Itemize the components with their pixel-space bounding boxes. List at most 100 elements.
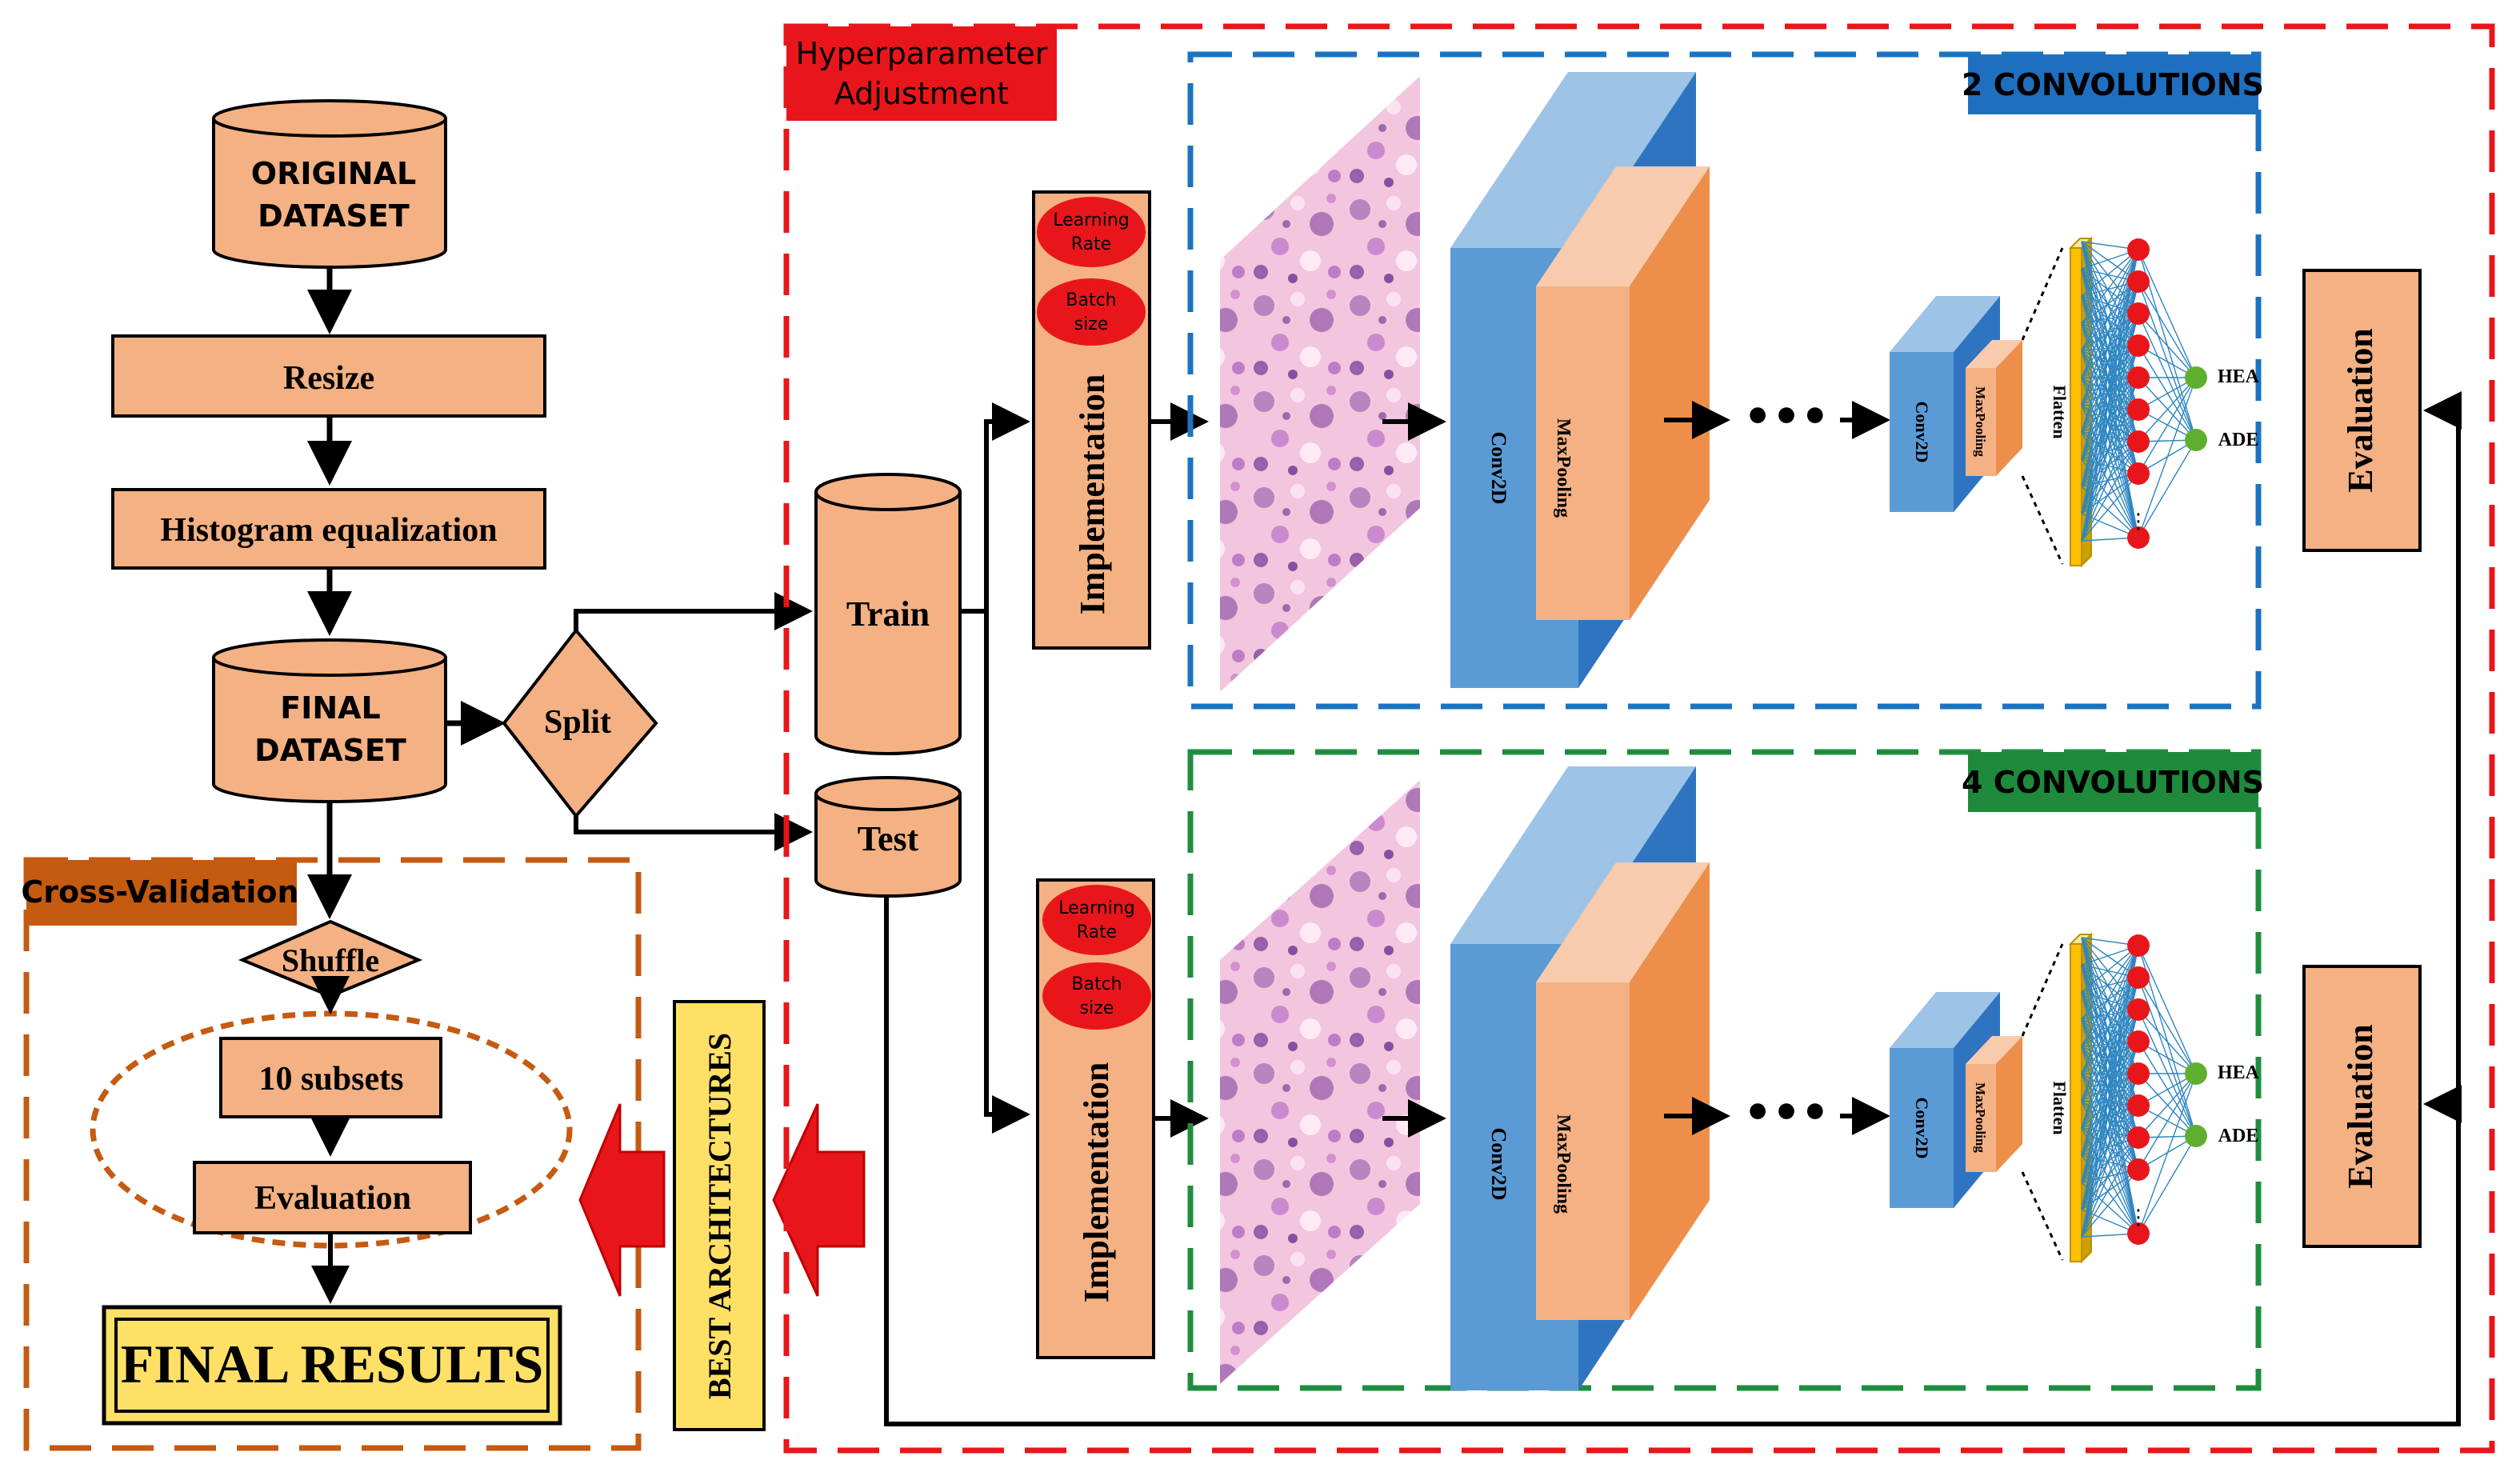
dense-neuron [2127,934,2150,957]
top-implementation-panel: Learning Rate Batch size Implementation [1032,190,1151,650]
test-cylinder: Test [814,776,962,898]
hyperparameter-frame [783,23,2495,1454]
top-output-neurons [2185,366,2207,451]
dense-neuron [2127,270,2150,293]
dense-connection [2081,313,2139,433]
top-branch-title: 2 CONVOLUTIONS [1962,67,2264,102]
dense-connection [2081,945,2139,1020]
bottom-branch-title-tag: 4 CONVOLUTIONS [1962,752,2264,812]
output-neuron-hea [2185,366,2207,389]
dense-neuron [2127,302,2150,325]
test-feedback-line [884,391,2462,1426]
dense-connection [2081,249,2139,297]
output-connection [2138,1135,2197,1234]
dense-connection [2081,945,2139,1047]
bottom-batch-size-bubble [1042,962,1151,1030]
dense-connection [2081,345,2139,460]
dense-connection [2081,1169,2139,1238]
cross-validation-title: Cross-Validation [21,874,298,910]
output-connection [2138,313,2197,441]
dense-connection [2081,249,2139,514]
dense-connection [2081,281,2139,406]
top-histology-image [1220,76,1420,692]
top-implementation-label: Implementation [1073,374,1112,615]
dense-neuron [2127,238,2150,261]
cv-evaluation-label: Evaluation [254,1180,411,1217]
dense-connection [2081,458,2139,538]
final-dataset-label-line2: DATASET [254,733,406,768]
dense-connection [2081,441,2139,542]
top-maxpooling-small-block: MaxPooling [1966,340,2022,476]
dense-connection [2081,431,2139,474]
cv-evaluation-box: Evaluation [193,1161,472,1234]
arrow-train-to-top-implementation [960,402,1030,614]
dense-connection [2081,249,2139,378]
output-connection [2138,945,2197,1074]
dense-connection [2081,345,2139,487]
output-neuron-ade [2185,1125,2207,1147]
split-label: Split [544,704,611,741]
resize-box: Resize [111,334,546,418]
bottom-implementation-panel: Learning Rate Batch size Implementation [1036,878,1155,1359]
output-connection [2138,1073,2197,1138]
bottom-output-neurons [2185,1062,2207,1147]
dense-connection [2081,313,2139,406]
bottom-ellipsis: ••• [1743,1087,1829,1139]
dense-connection [2081,473,2139,542]
bottom-conv2d-label: Conv2D [1487,1127,1510,1200]
svg-text:size: size [1080,998,1114,1018]
bottom-histology-image [1220,780,1420,1384]
bottom-maxpooling-small-block: MaxPooling [1966,1036,2022,1172]
bottom-branch-title: 4 CONVOLUTIONS [1962,765,2264,800]
arrow-train-to-bottom-implementation [984,611,1030,1134]
bottom-dense-connections [2081,937,2197,1238]
dense-neuron [2127,430,2150,453]
top-output-hea-label: HEA [2218,366,2260,387]
dense-neuron [2127,1062,2150,1085]
top-conv2d-small-label: Conv2D [1912,401,1932,462]
dense-connection [2081,1127,2139,1234]
bottom-flatten-guide-lower [2021,1171,2064,1261]
hyperparameter-title-line2: Adjustment [834,76,1009,111]
dense-connection [2081,1009,2139,1156]
best-architectures-bar: BEST ARCHITECTURES [673,1000,766,1431]
top-evaluation-box: Evaluation [2302,269,2422,552]
dense-connection [2081,345,2139,433]
dense-connection [2081,977,2139,1129]
histogram-equalization-box: Histogram equalization [111,488,546,570]
dense-connection [2081,1009,2139,1102]
dense-neuron [2127,1094,2150,1117]
dense-connection [2081,249,2139,542]
top-ellipsis: ••• [1743,391,1829,443]
bottom-maxpooling-block: MaxPooling [1536,862,1710,1320]
dense-connection [2081,313,2139,460]
svg-text:Batch: Batch [1066,290,1116,310]
dense-connection [2081,945,2139,1238]
train-cylinder: Train [814,473,962,755]
dense-neuron [2127,1158,2150,1181]
shuffle-diamond: Shuffle [238,919,423,998]
dense-connection [2081,945,2139,1183]
svg-text:Batch: Batch [1071,974,1122,994]
bottom-dense-layer [2081,934,2207,1245]
svg-text:Learning: Learning [1058,898,1135,918]
dense-neuron [2127,998,2150,1021]
bottom-conv2d-small-label: Conv2D [1912,1097,1932,1158]
dense-connection [2081,1127,2139,1170]
output-connection [2138,1009,2197,1137]
dense-connection [2081,249,2139,351]
output-connection [2138,345,2197,441]
dense-connection [2081,945,2139,1074]
output-neuron-hea [2185,1062,2207,1085]
top-branch-frame [1187,51,2262,710]
output-connection [2138,1041,2197,1137]
arrow-split-to-test [574,813,813,851]
test-label: Test [858,819,919,858]
top-dense-neurons [2127,238,2150,549]
bottom-evaluation-label: Evaluation [2341,1024,2380,1188]
arrow-split-to-train [574,592,813,630]
output-connection [2138,281,2197,378]
bottom-flatten-guide-upper [2021,943,2064,1037]
output-connection [2138,377,2197,442]
dense-connection [2081,281,2139,542]
